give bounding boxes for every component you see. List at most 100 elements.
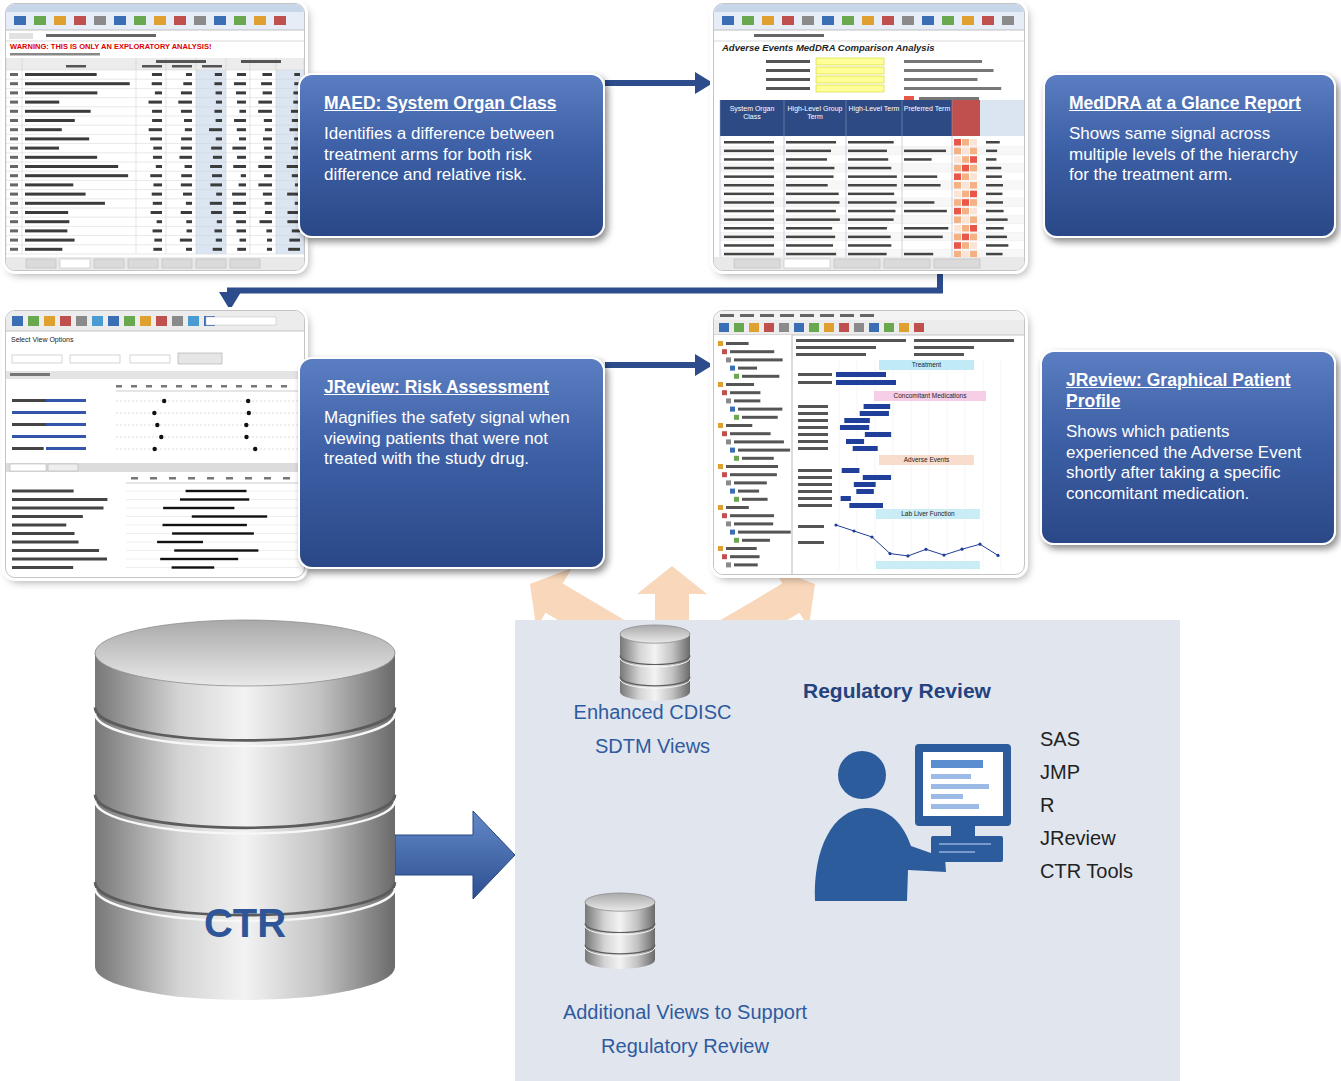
screenshot-detail bbox=[12, 549, 99, 552]
screenshot-detail bbox=[730, 514, 774, 517]
screenshot-detail bbox=[6, 70, 304, 71]
screenshot-detail bbox=[236, 385, 242, 388]
screenshot-detail bbox=[726, 398, 731, 403]
screenshot-detail bbox=[720, 233, 1024, 242]
screenshot-detail bbox=[730, 489, 735, 494]
screenshot-detail bbox=[187, 229, 192, 232]
screenshot-detail bbox=[970, 225, 977, 232]
screenshot-detail bbox=[267, 248, 272, 251]
screenshot-detail bbox=[722, 554, 727, 559]
screenshot-detail bbox=[952, 100, 980, 136]
text-holder: High-Level Term bbox=[847, 105, 901, 113]
screenshot-detail bbox=[798, 405, 828, 408]
screenshot-detail bbox=[734, 399, 760, 402]
screenshot-detail bbox=[939, 851, 975, 853]
screenshot-detail bbox=[714, 335, 792, 574]
screenshot-detail bbox=[734, 481, 767, 484]
screenshot-detail bbox=[720, 181, 1024, 190]
screenshot-detail bbox=[848, 244, 891, 247]
screenshot-detail bbox=[798, 490, 832, 493]
screenshot-detail bbox=[800, 314, 814, 317]
screenshot-detail bbox=[854, 323, 864, 332]
screenshot-detail bbox=[179, 156, 192, 159]
screenshot-detail bbox=[116, 385, 122, 388]
screenshot-detail bbox=[153, 156, 162, 159]
screenshot-detail bbox=[116, 425, 299, 426]
screenshot-detail bbox=[848, 175, 897, 178]
screenshot-detail bbox=[10, 110, 18, 113]
screenshot-detail bbox=[152, 73, 162, 76]
screenshot-detail bbox=[902, 16, 914, 25]
report-title: Adverse Events MedDRA Comparison Analysi… bbox=[722, 42, 1012, 53]
screenshot-detail bbox=[822, 16, 834, 25]
screenshot-detail bbox=[246, 399, 250, 403]
screenshot-detail bbox=[10, 248, 18, 251]
screenshot-detail bbox=[136, 58, 137, 254]
screenshot-detail bbox=[888, 552, 891, 555]
screenshot-detail bbox=[714, 4, 1024, 12]
screenshot-detail bbox=[962, 242, 969, 249]
screenshot-detail bbox=[221, 385, 227, 388]
screenshot-detail bbox=[798, 447, 828, 450]
screenshot-detail bbox=[10, 193, 18, 196]
screenshot-detail bbox=[185, 128, 192, 131]
screenshot-detail bbox=[841, 496, 851, 501]
screenshot-detail bbox=[884, 323, 894, 332]
screenshot-detail bbox=[152, 193, 162, 196]
screenshot-detail bbox=[12, 423, 48, 426]
screenshot-detail bbox=[264, 174, 272, 177]
screenshot-detail bbox=[842, 16, 854, 25]
screenshot-detail bbox=[816, 76, 884, 83]
screenshot-detail bbox=[879, 360, 974, 370]
screenshot-detail bbox=[185, 165, 192, 168]
screenshot-detail bbox=[12, 498, 107, 501]
screenshot-detail bbox=[954, 225, 961, 232]
screenshot-detail bbox=[970, 165, 977, 172]
screenshot-detail bbox=[742, 498, 768, 501]
screenshot-detail bbox=[962, 251, 969, 258]
screenshot-detail bbox=[216, 101, 222, 104]
screenshot-detail bbox=[719, 323, 729, 332]
cylinder-band bbox=[585, 945, 655, 954]
screenshot-detail bbox=[6, 134, 304, 135]
section-label: Concomitant Medications bbox=[874, 392, 986, 400]
screenshot-detail bbox=[786, 253, 836, 256]
screenshot-detail bbox=[237, 101, 246, 104]
screenshot-detail bbox=[149, 128, 162, 131]
screenshot-detail bbox=[734, 497, 739, 502]
screenshot-detail bbox=[848, 193, 894, 196]
screenshot-detail bbox=[126, 533, 299, 534]
section-label: Treatment bbox=[879, 361, 974, 369]
screenshot-detail bbox=[131, 385, 137, 388]
screenshot-detail bbox=[233, 202, 246, 205]
screenshot-detail bbox=[962, 173, 969, 180]
screenshot-detail bbox=[6, 463, 304, 472]
screenshot-detail bbox=[211, 147, 222, 150]
screenshot-detail bbox=[10, 53, 100, 56]
text-holder: High-Level Group Term bbox=[785, 105, 845, 121]
screenshot-detail bbox=[116, 413, 299, 414]
screenshot-detail bbox=[181, 110, 192, 113]
screenshot-detail bbox=[236, 220, 246, 223]
screenshot-detail bbox=[25, 183, 73, 186]
cylinder-band bbox=[95, 713, 395, 746]
screenshot-detail bbox=[234, 82, 246, 85]
screenshot-detail bbox=[25, 156, 97, 159]
screenshot-detail bbox=[724, 210, 774, 213]
screenshot-detail bbox=[904, 184, 941, 187]
screenshot-detail bbox=[986, 175, 1002, 178]
screenshot-detail bbox=[962, 16, 974, 25]
screenshot-detail bbox=[860, 314, 874, 317]
screenshot-detail bbox=[986, 158, 996, 161]
text-holder: Select View Options bbox=[11, 336, 131, 344]
callout-box: MAED: System Organ ClassIdentifies a dif… bbox=[298, 73, 605, 238]
screenshot-detail bbox=[792, 335, 793, 574]
screenshot-detail bbox=[962, 165, 969, 172]
screenshot-detail bbox=[6, 125, 304, 126]
screenshot-detail bbox=[730, 530, 735, 535]
screenshot-detail bbox=[934, 259, 980, 268]
screenshot-detail bbox=[210, 183, 222, 186]
screenshot-detail bbox=[6, 41, 304, 42]
connector-line bbox=[230, 271, 940, 292]
